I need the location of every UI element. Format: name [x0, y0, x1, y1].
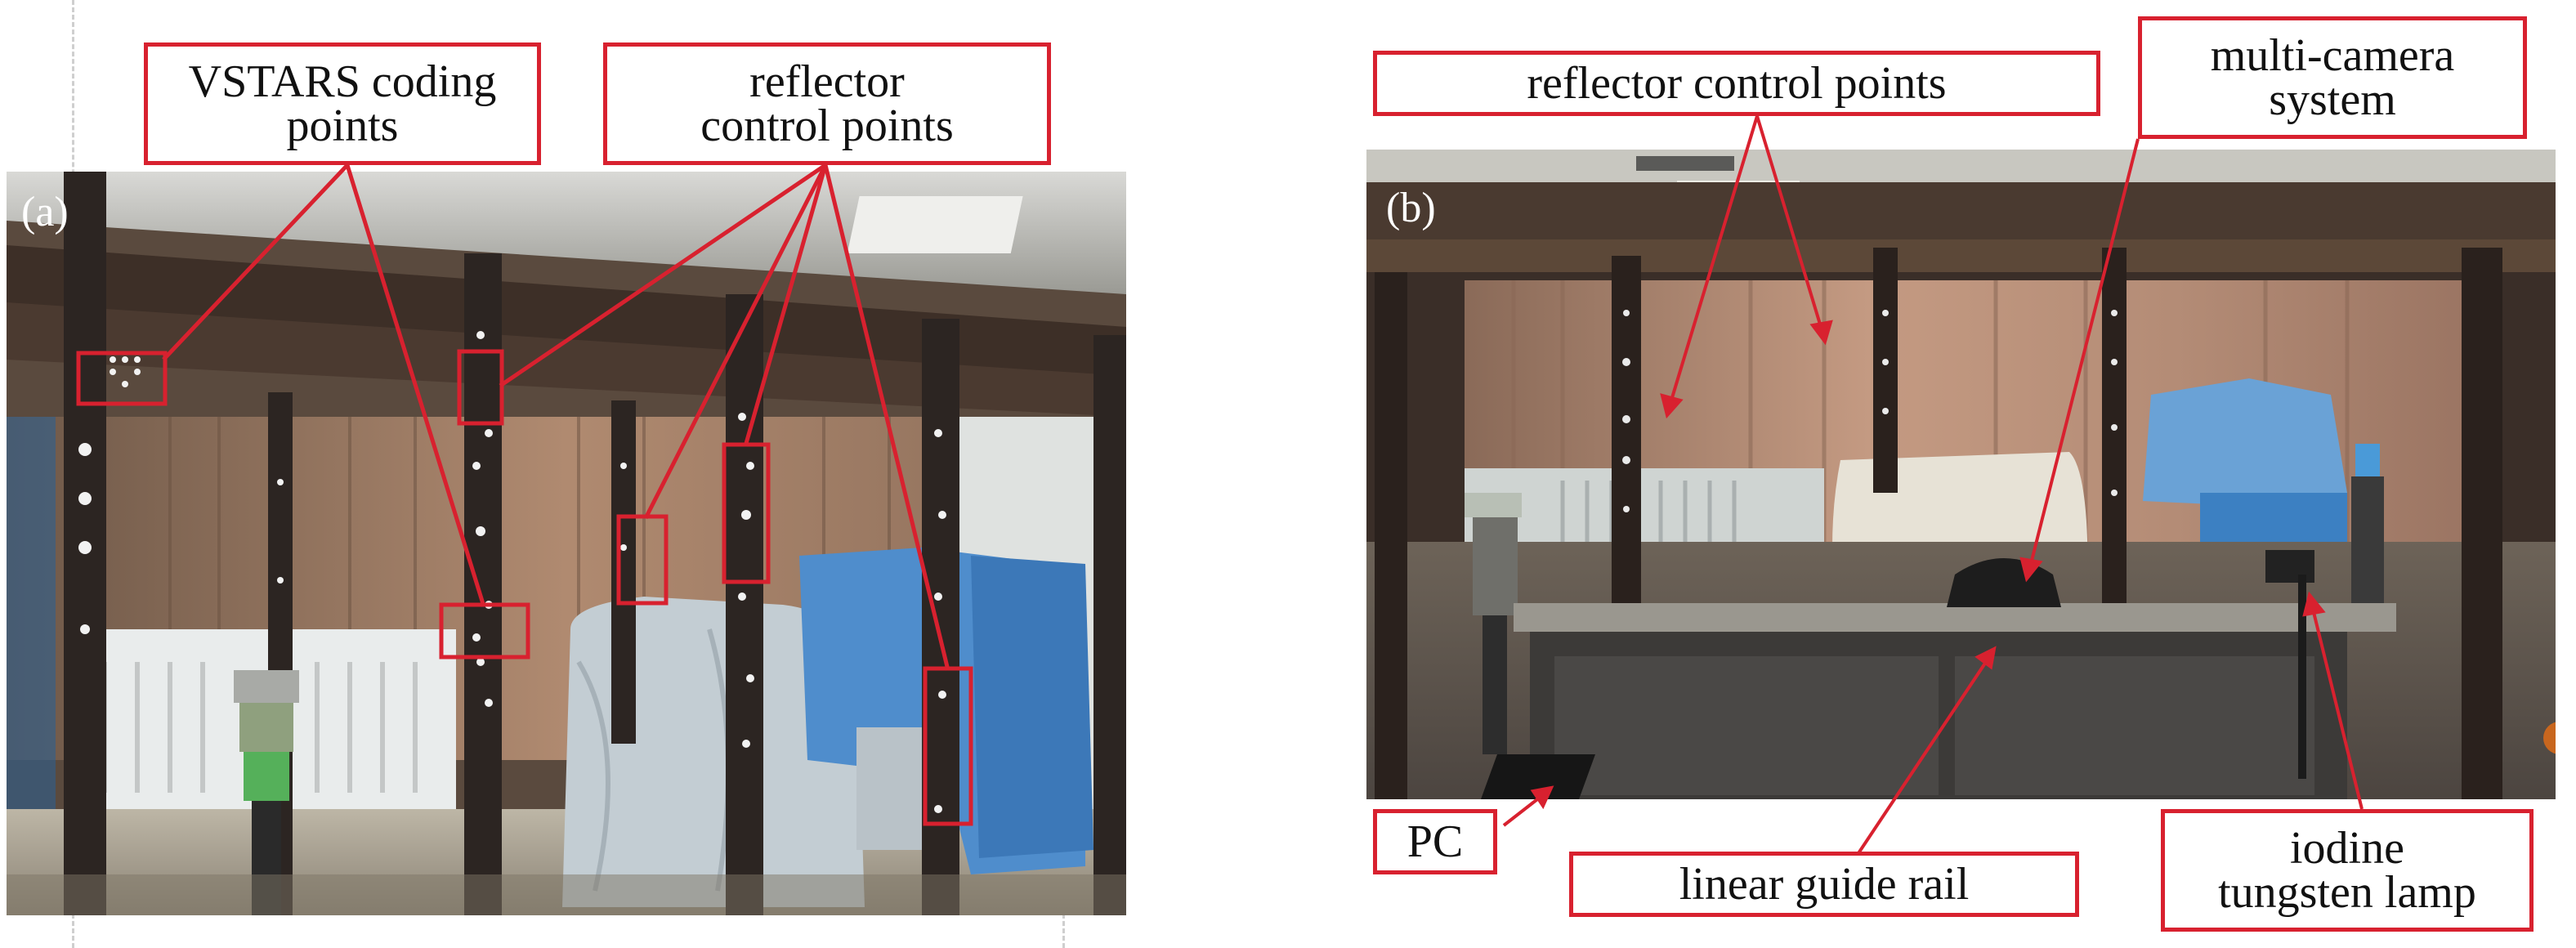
label-vstars-coding-points: VSTARS coding points: [144, 42, 541, 165]
label-multi-camera-system: multi-camera system: [2138, 16, 2527, 139]
label-linear-guide-rail: linear guide rail: [1569, 852, 2079, 917]
label-pc: PC: [1373, 809, 1497, 874]
dashed-separator-middle: [1062, 899, 1065, 948]
label-b-reflector-control-points: reflector control points: [1373, 51, 2100, 116]
panel-b-tag: (b): [1386, 185, 1436, 231]
photo-panel-a: [7, 172, 1126, 915]
photo-panel-b: [1366, 150, 2556, 799]
arrow-b-pc: [1502, 795, 1542, 827]
panel-a-tag: (a): [21, 189, 69, 235]
label-iodine-tungsten-lamp: iodine tungsten lamp: [2161, 809, 2534, 932]
label-a-reflector-control-points: reflector control points: [603, 42, 1051, 165]
